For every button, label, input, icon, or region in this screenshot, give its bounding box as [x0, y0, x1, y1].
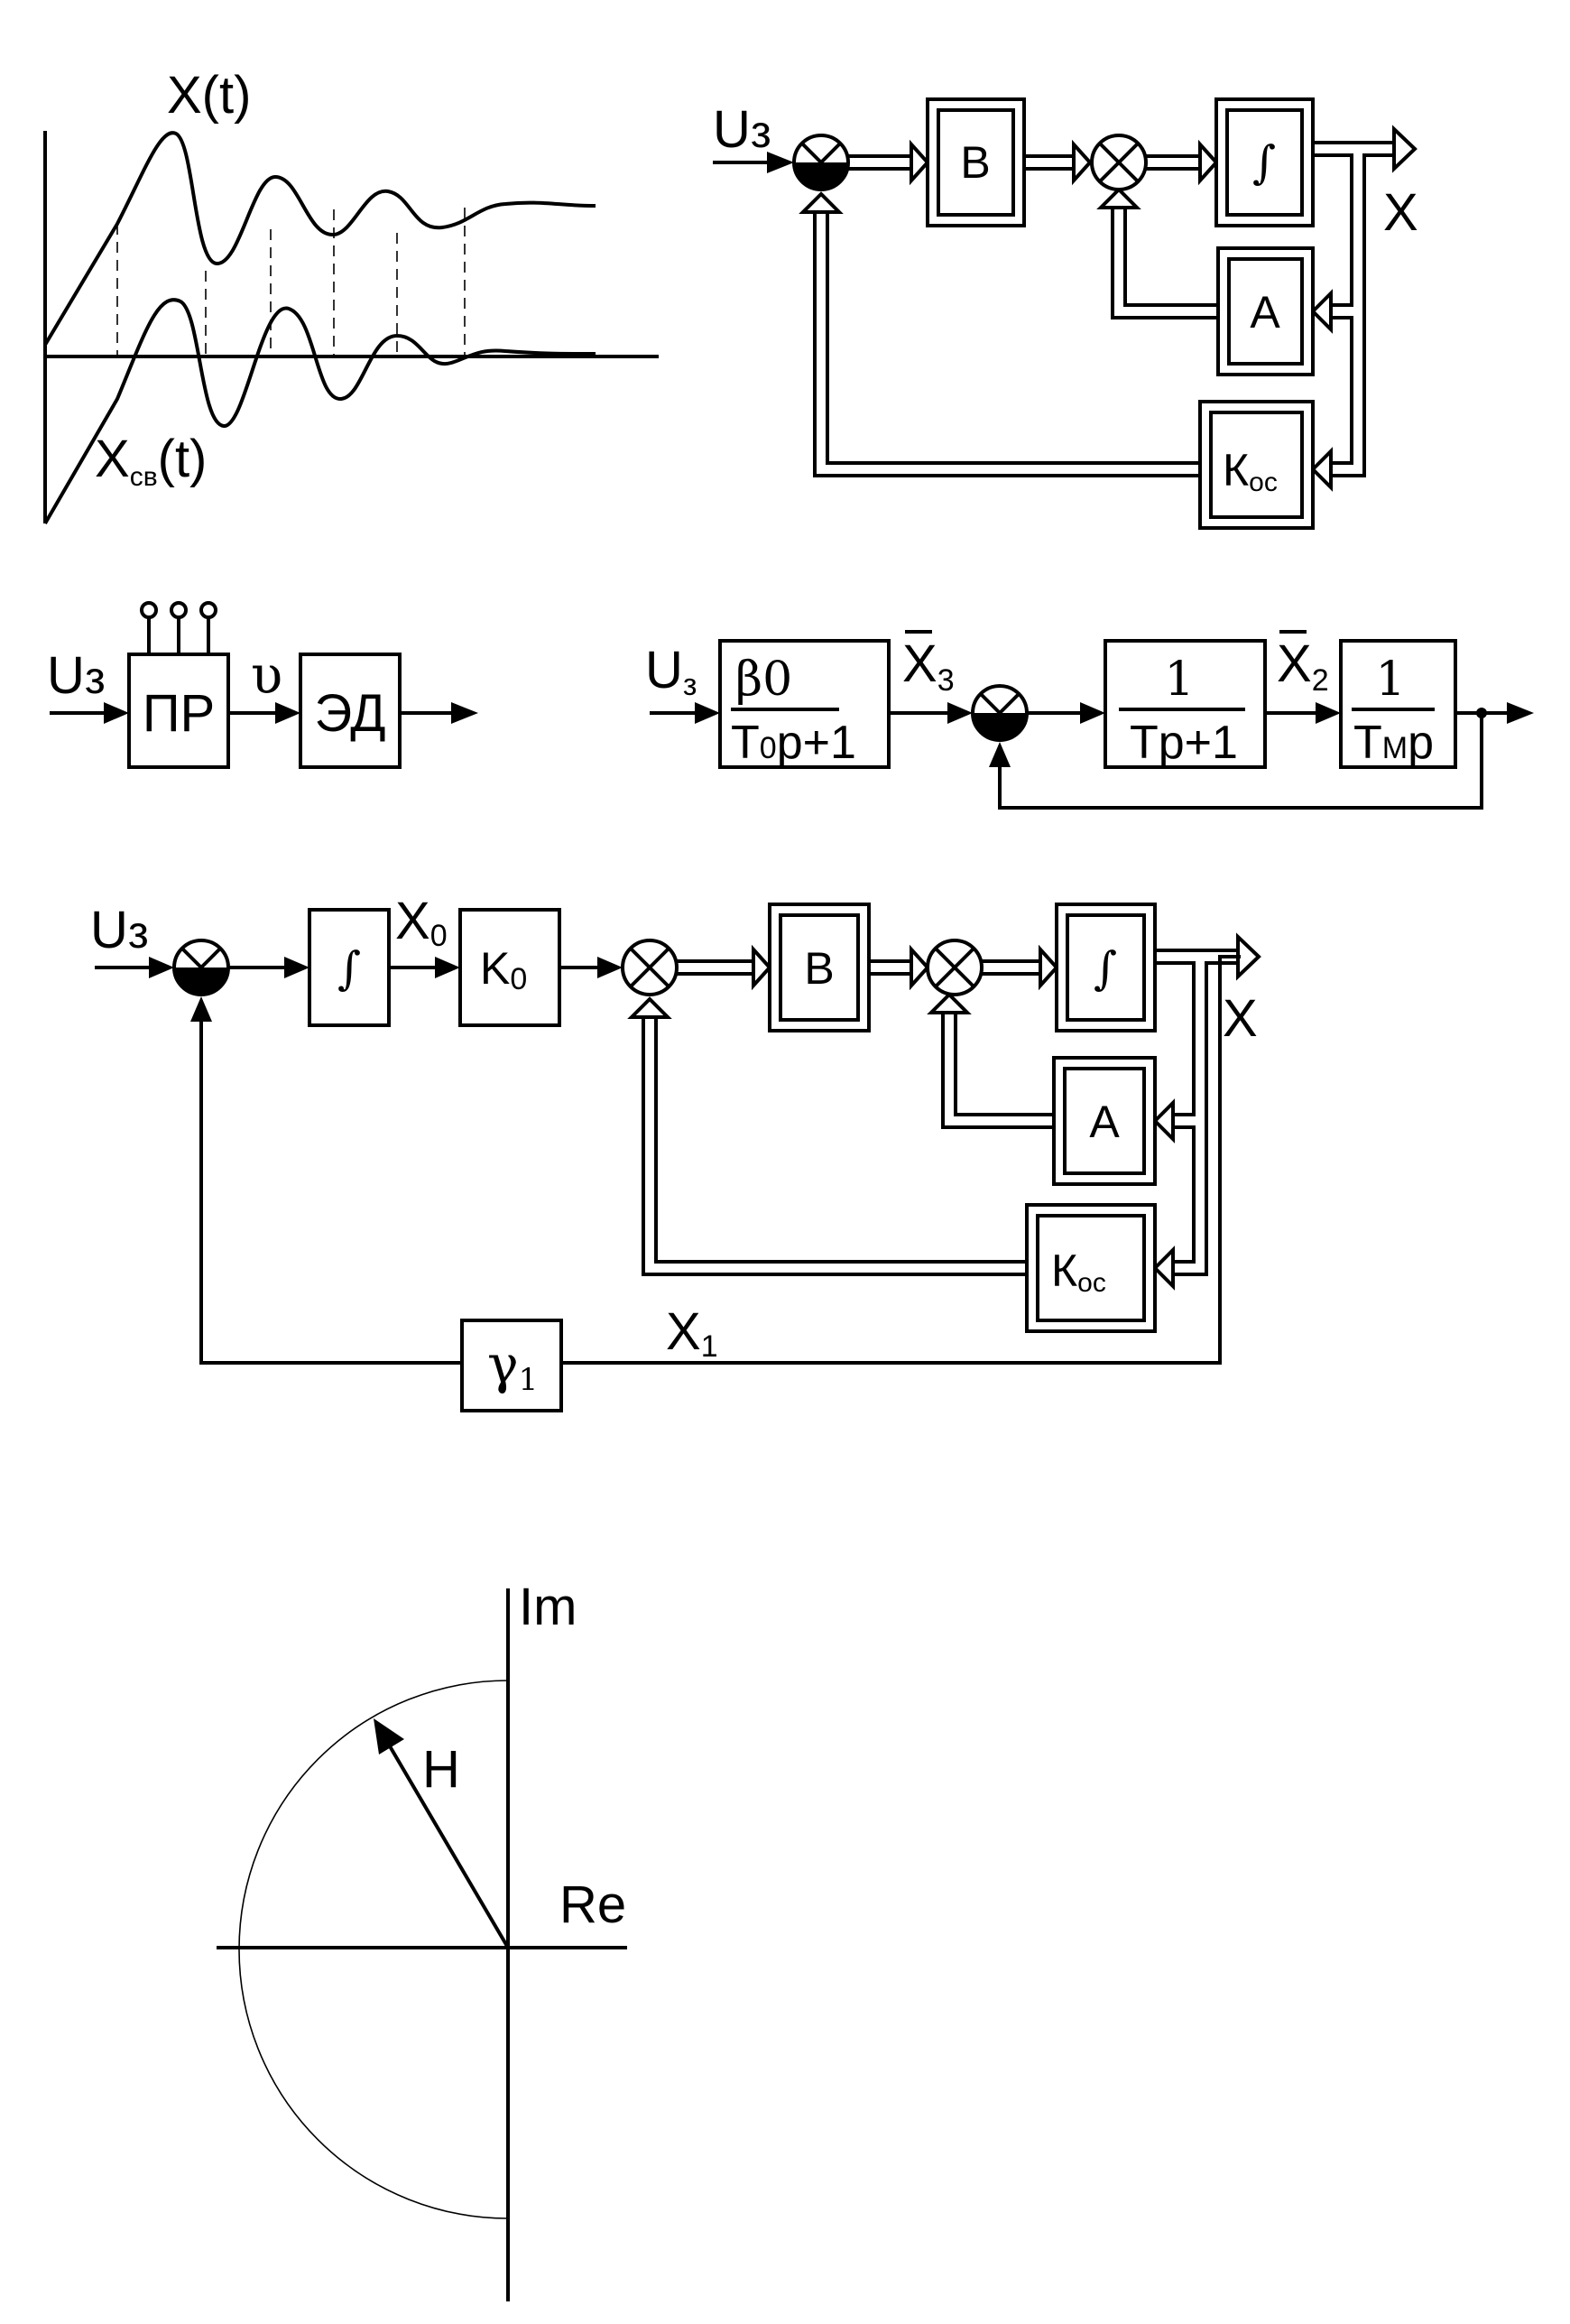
- input-label: Uз: [713, 100, 771, 159]
- free-curve-label: Xсв(t): [95, 430, 207, 492]
- tf3-denominator: TMp: [1353, 717, 1434, 769]
- im-label: Im: [519, 1578, 577, 1636]
- output-curve-label: X(t): [167, 66, 251, 125]
- block-integrator: ∫: [1214, 97, 1315, 227]
- input-label: Uз: [645, 641, 697, 702]
- projection-lines: [116, 208, 466, 356]
- block-b: В: [926, 97, 1026, 227]
- svg-text:А: А: [1250, 287, 1280, 338]
- hollow-arrow-heads: [799, 125, 1418, 492]
- gamma-feedback-line: [199, 1008, 462, 1365]
- figure-transfer-chain: β0 T0p+1 X3 1 Tp+1 X2 1 TMp: [645, 630, 1534, 810]
- block-integrator-2: ∫: [1055, 903, 1157, 1032]
- tf1-numerator: β0: [735, 653, 792, 707]
- svg-text:γ1: γ1: [487, 1334, 538, 1398]
- feedback-line: [998, 713, 1483, 810]
- x2-label: X2: [1277, 634, 1329, 698]
- block-feedback-koc: Кос: [1198, 400, 1315, 530]
- x1-label: X1: [666, 1302, 718, 1364]
- figure-structural-diagram: В ∫ А Кос Uз X: [713, 97, 1418, 530]
- svg-text:∫: ∫: [337, 942, 361, 995]
- svg-text:Кос: Кос: [1223, 445, 1278, 497]
- block-feedback-koc: Кос: [1025, 1203, 1157, 1333]
- hollow-arrow-heads: [627, 932, 1261, 1291]
- summing-junction-3: [926, 939, 984, 996]
- half-circle: [238, 1680, 509, 2219]
- vector-h-arrow-head: [374, 1718, 404, 1755]
- figure-extended-structure: ∫ X0 K0: [90, 892, 1261, 1412]
- supply-terminals: [140, 601, 217, 654]
- tf2-numerator: 1: [1164, 653, 1194, 707]
- output-arrow-head: [451, 702, 478, 724]
- tf1-denominator: T0p+1: [731, 717, 856, 769]
- output-label: X: [1383, 183, 1418, 242]
- block-a: А: [1216, 246, 1315, 376]
- figure-transient-response: X(t) Xсв(t): [43, 66, 659, 525]
- summing-junction-input: [172, 939, 230, 996]
- output-label: X: [1223, 989, 1258, 1048]
- free-component-curve: [43, 298, 596, 525]
- block-b: В: [768, 903, 871, 1032]
- figure-complex-plane: Im Re H: [217, 1578, 627, 2301]
- svg-text:В: В: [804, 943, 834, 994]
- output-arrow-head: [1507, 702, 1534, 724]
- svg-text:А: А: [1089, 1097, 1120, 1147]
- summing-junction-2: [621, 939, 679, 996]
- output-arrow-head: [1236, 932, 1261, 981]
- tf2-denominator: Tp+1: [1130, 717, 1238, 769]
- vector-h: [384, 1738, 510, 1949]
- vector-h-label: H: [422, 1740, 460, 1799]
- double-line-connections: [642, 949, 1245, 1276]
- summing-junction-2: [1090, 134, 1148, 191]
- gamma-feedback-return: [561, 955, 1241, 1365]
- summing-junction-1: [792, 134, 850, 191]
- block-tf-3: [1339, 639, 1457, 769]
- svg-text:∫: ∫: [1252, 136, 1276, 189]
- signal-label: υ: [251, 644, 282, 706]
- input-label: Uз: [90, 901, 149, 959]
- svg-text:В: В: [960, 137, 990, 188]
- block-pr-label: ПР: [143, 684, 215, 743]
- signal-arrow-head: [275, 702, 300, 724]
- input-label: Uз: [47, 646, 106, 705]
- block-a: А: [1052, 1056, 1157, 1186]
- block-integrator-1: [308, 908, 391, 1027]
- svg-text:Кос: Кос: [1051, 1245, 1106, 1298]
- block-gamma: [460, 1319, 563, 1412]
- input-arrow-head: [104, 702, 129, 724]
- input-arrow-head: [767, 152, 794, 173]
- block-tf-2: [1104, 639, 1267, 769]
- x0-label: X0: [395, 892, 448, 953]
- output-arrow-head: [1392, 125, 1418, 173]
- block-tf-1: [718, 639, 891, 769]
- x3-label: X3: [902, 634, 955, 698]
- figure-converter-motor: ПР ЭД Uз υ: [47, 601, 478, 769]
- svg-text:K0: K0: [480, 943, 527, 996]
- tf3-numerator: 1: [1375, 653, 1405, 707]
- output-curve: [43, 131, 596, 347]
- re-label: Re: [559, 1875, 626, 1934]
- summing-junction: [971, 684, 1029, 742]
- block-ed-label: ЭД: [314, 684, 385, 743]
- block-pr: [127, 653, 230, 769]
- block-ed: [299, 653, 402, 769]
- svg-text:∫: ∫: [1094, 942, 1117, 995]
